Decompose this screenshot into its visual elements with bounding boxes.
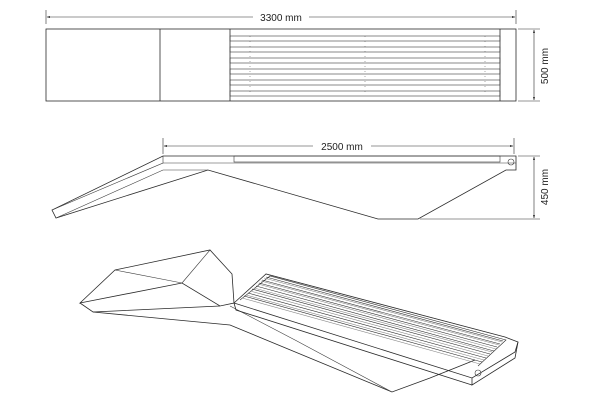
- top-view: 3300 mm 500 mm: [45, 10, 551, 102]
- width-dimension-label: 3300 mm: [260, 13, 302, 24]
- length-dimension: 2500 mm: [162, 138, 515, 154]
- height-dimension: 450 mm: [420, 155, 551, 220]
- end-bolt: [507, 158, 515, 166]
- height-dimension-label: 450 mm: [540, 169, 551, 205]
- perspective-base: [92, 311, 476, 393]
- side-view: 2500 mm 450 mm: [51, 138, 551, 220]
- depth-dimension-label: 500 mm: [540, 48, 551, 84]
- perspective-view: [78, 249, 519, 393]
- perspective-seat: [233, 273, 519, 379]
- top-view-outline: [45, 28, 517, 102]
- side-view-seat: [233, 155, 501, 163]
- length-dimension-label: 2500 mm: [321, 142, 363, 153]
- perspective-end-block: [78, 249, 235, 307]
- width-dimension: 3300 mm: [45, 10, 517, 24]
- depth-dimension: 500 mm: [518, 28, 551, 102]
- perspective-end-bolt: [474, 369, 482, 377]
- perspective-slats: [239, 275, 507, 367]
- top-view-slats: [229, 35, 501, 97]
- side-view-body: [51, 155, 517, 220]
